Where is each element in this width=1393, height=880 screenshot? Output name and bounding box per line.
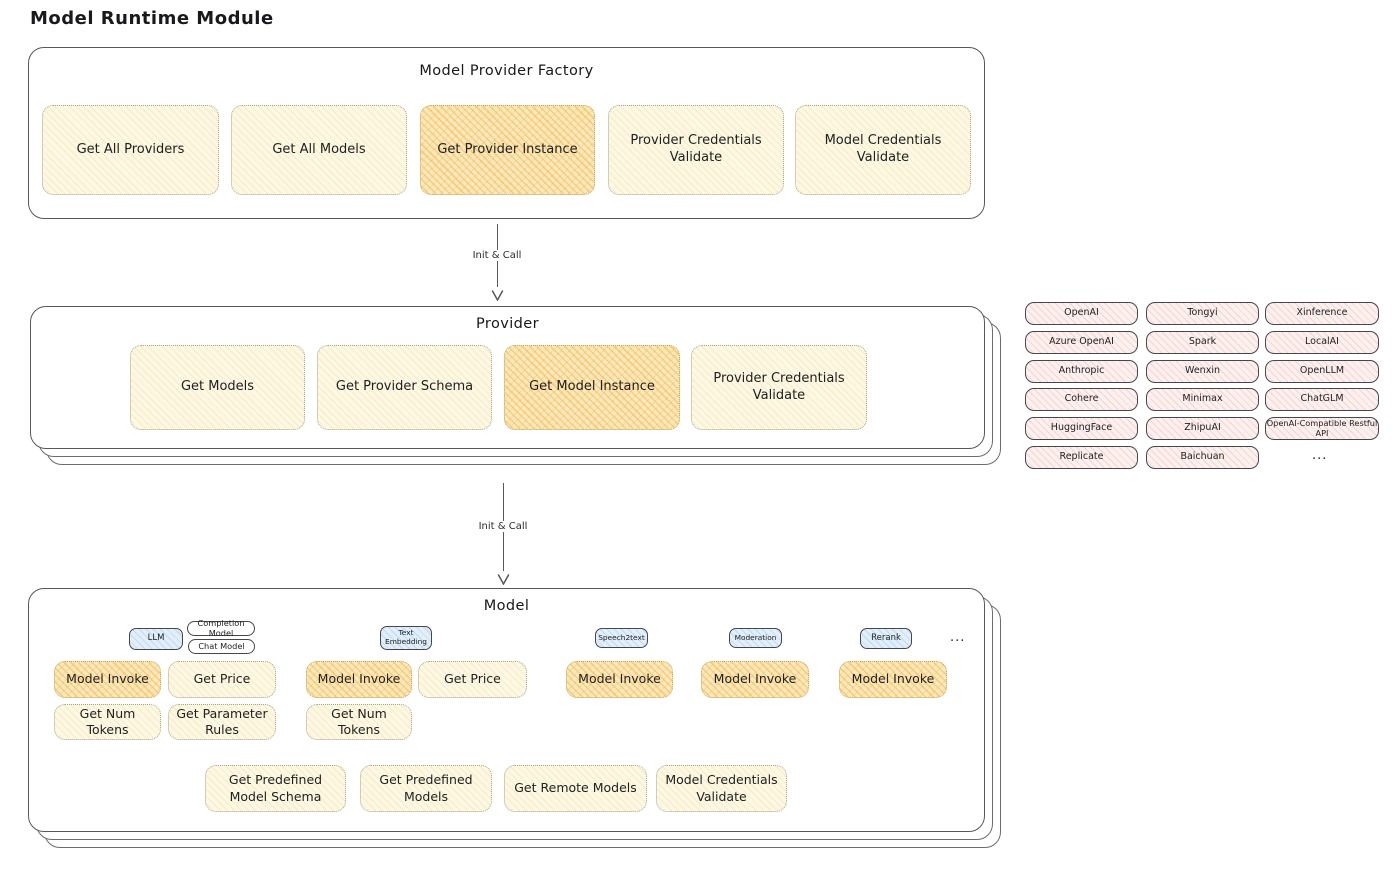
node-get-models: Get Models [130,345,305,430]
arrow-label-init-call-2: Init & Call [473,521,533,532]
provider-pill-minimax: Minimax [1146,388,1259,411]
provider-pill-wenxin: Wenxin [1146,360,1259,383]
provider-pill-chatglm: ChatGLM [1265,388,1379,411]
tab-llm: LLM [129,628,183,650]
provider-pill-cohere: Cohere [1025,388,1138,411]
tab-chat-model: Chat Model [188,639,255,654]
provider-pill-replicate: Replicate [1025,446,1138,469]
node-get-provider-instance: Get Provider Instance [420,105,595,195]
arrow-label-init-call-1: Init & Call [467,250,527,261]
node-llm-get-num-tokens: Get Num Tokens [54,704,161,740]
node-speech2text-model-invoke: Model Invoke [566,661,673,698]
node-model-credentials-validate: Model Credentials Validate [795,105,971,195]
diagram-title: Model Runtime Module [30,8,274,29]
tab-speech2text: Speech2text [595,628,648,648]
provider-pill-openllm: OpenLLM [1265,360,1379,383]
node-get-provider-schema: Get Provider Schema [317,345,492,430]
node-llm-model-invoke: Model Invoke [54,661,161,698]
tab-rerank: Rerank [860,628,912,649]
tab-completion-model: Completion Model [187,618,255,637]
node-embedding-get-price: Get Price [418,661,527,698]
node-embedding-model-invoke: Model Invoke [306,661,412,698]
node-get-remote-models: Get Remote Models [504,765,647,812]
provider-pill-azure-openai: Azure OpenAI [1025,331,1138,354]
provider-pill-tongyi: Tongyi [1146,302,1259,325]
node-moderation-model-invoke: Model Invoke [701,661,809,698]
provider-pill-zhipuai: ZhipuAI [1146,417,1259,440]
node-get-predefined-model-schema: Get Predefined Model Schema [205,765,346,812]
node-get-predefined-models: Get Predefined Models [360,765,492,812]
model-title: Model [483,598,530,614]
provider-pill-huggingface: HuggingFace [1025,417,1138,440]
node-get-model-instance: Get Model Instance [504,345,680,430]
node-get-all-providers: Get All Providers [42,105,219,195]
arrow-down-icon [491,286,504,302]
node-provider-credentials-validate: Provider Credentials Validate [608,105,784,195]
node-embedding-get-num-tokens: Get Num Tokens [306,704,412,740]
provider-pill-openai-compatible: OpenAI-Compatible Restful API [1265,417,1379,440]
node-model-credentials-validate-2: Model Credentials Validate [656,765,787,812]
provider-pill-localai: LocalAI [1265,331,1379,354]
node-rerank-model-invoke: Model Invoke [839,661,947,698]
provider-pill-baichuan: Baichuan [1146,446,1259,469]
provider-pill-openai: OpenAI [1025,302,1138,325]
provider-list-more: ... [1312,448,1328,463]
provider-pill-xinference: Xinference [1265,302,1379,325]
node-provider-credentials-validate-2: Provider Credentials Validate [691,345,867,430]
tab-text-embedding: Text Embedding [380,626,432,650]
provider-pill-anthropic: Anthropic [1025,360,1138,383]
node-llm-get-parameter-rules: Get Parameter Rules [168,704,276,740]
node-llm-get-price: Get Price [168,661,276,698]
node-get-all-models: Get All Models [231,105,407,195]
tab-moderation: Moderation [729,628,782,648]
factory-title: Model Provider Factory [419,63,594,79]
provider-title: Provider [476,316,539,332]
arrow-down-icon-2 [497,570,510,586]
model-tabs-more: ... [950,630,966,645]
provider-pill-spark: Spark [1146,331,1259,354]
